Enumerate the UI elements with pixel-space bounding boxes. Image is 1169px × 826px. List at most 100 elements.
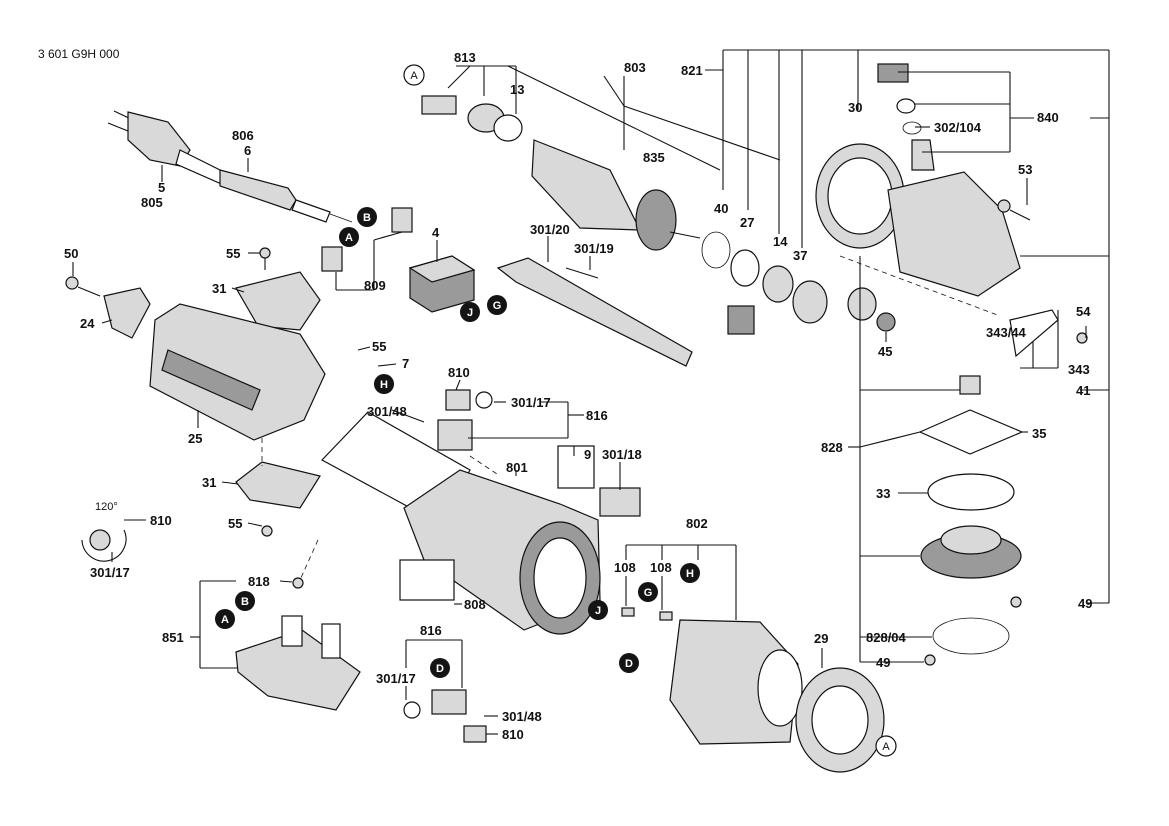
brush-holder-part [235, 577, 361, 711]
label-302-104: 302/104 [934, 120, 982, 135]
svg-text:B: B [363, 212, 371, 224]
label-301-48-lower: 301/48 [502, 709, 542, 724]
label-301-17-left: 301/17 [90, 565, 130, 580]
label-14: 14 [773, 234, 788, 249]
armature-part [421, 95, 701, 251]
label-828: 828 [821, 440, 843, 455]
marker-a: A [339, 227, 359, 247]
label-810-spring: 810 [150, 513, 172, 528]
label-343: 343 [1068, 362, 1090, 377]
label-40: 40 [714, 201, 728, 216]
label-31: 31 [212, 281, 226, 296]
marker-j: J [460, 302, 480, 322]
cover-part [235, 247, 321, 331]
label-25: 25 [188, 431, 202, 446]
label-343-44: 343/44 [986, 325, 1027, 340]
guard-part [815, 143, 905, 249]
svg-text:G: G [493, 300, 502, 312]
spindle-rings-part [701, 231, 828, 335]
label-851: 851 [162, 630, 184, 645]
label-13: 13 [510, 82, 524, 97]
label-31-lower: 31 [202, 475, 216, 490]
gear-small-part [847, 287, 1088, 358]
label-5: 5 [158, 180, 165, 195]
svg-text:G: G [644, 587, 653, 599]
label-49: 49 [1078, 596, 1092, 611]
gear-housing-part [877, 63, 1031, 297]
label-806: 806 [232, 128, 254, 143]
spring-part: 120° [81, 501, 127, 562]
label-808: 808 [464, 597, 486, 612]
motor-housing-part [321, 411, 641, 635]
flange-part [918, 375, 1024, 666]
label-301-17-middle: 301/17 [511, 395, 551, 410]
power-plug-part [107, 110, 233, 187]
label-835: 835 [643, 150, 665, 165]
label-802: 802 [686, 516, 708, 531]
marker-b: B [357, 207, 377, 227]
label-7: 7 [402, 356, 409, 371]
label-29: 29 [814, 631, 828, 646]
label-30: 30 [848, 100, 862, 115]
cable-clamp-part [103, 287, 151, 339]
label-6: 6 [244, 143, 251, 158]
angle-note: 120° [95, 501, 118, 513]
svg-text:A: A [345, 232, 353, 244]
label-54: 54 [1076, 304, 1091, 319]
cover-part [235, 461, 321, 537]
marker-d: D [430, 658, 450, 678]
label-4: 4 [432, 225, 440, 240]
label-828-04: 828/04 [866, 630, 907, 645]
label-37: 37 [793, 248, 807, 263]
label-53: 53 [1018, 162, 1032, 177]
terminal-part [321, 207, 413, 272]
cable-sleeve-part [219, 169, 353, 223]
label-45: 45 [878, 344, 892, 359]
label-108-a: 108 [614, 560, 636, 575]
label-24: 24 [80, 316, 95, 331]
marker-h: H [374, 374, 394, 394]
screw-part [65, 276, 101, 297]
marker-a-open: A [403, 64, 425, 86]
label-803: 803 [624, 60, 646, 75]
leader-lines [72, 49, 1110, 735]
svg-text:A: A [221, 614, 229, 626]
marker-b: B [235, 591, 255, 611]
brush-part [403, 389, 493, 743]
field-coil-part [621, 607, 803, 745]
svg-text:D: D [436, 663, 444, 675]
label-50: 50 [64, 246, 78, 261]
svg-text:A: A [410, 70, 418, 82]
marker-d: D [619, 653, 639, 673]
label-801: 801 [506, 460, 528, 475]
switch-part [408, 255, 476, 313]
svg-text:J: J [595, 605, 601, 617]
svg-text:H: H [380, 379, 388, 391]
label-810-lower: 810 [502, 727, 524, 742]
svg-text:J: J [467, 307, 473, 319]
housing-part [149, 303, 326, 441]
svg-text:H: H [686, 568, 694, 580]
part-labels: 813 803 821 840 13 806 6 5 805 835 30 30… [64, 50, 1092, 742]
marker-g: G [638, 582, 658, 602]
label-108-b: 108 [650, 560, 672, 575]
svg-text:A: A [882, 741, 890, 753]
label-816: 816 [586, 408, 608, 423]
label-301-20: 301/20 [530, 222, 570, 237]
nameplate-part [399, 559, 455, 601]
label-9: 9 [584, 447, 591, 462]
marker-a: A [215, 609, 235, 629]
label-818: 818 [248, 574, 270, 589]
label-813: 813 [454, 50, 476, 65]
label-301-18: 301/18 [602, 447, 642, 462]
label-810-middle: 810 [448, 365, 470, 380]
svg-text:B: B [241, 596, 249, 608]
label-809: 809 [364, 278, 386, 293]
label-301-48: 301/48 [367, 404, 407, 419]
label-816-lower: 816 [420, 623, 442, 638]
label-55: 55 [226, 246, 240, 261]
marker-g: G [487, 295, 507, 315]
label-41: 41 [1076, 383, 1090, 398]
marker-a-open: A [875, 735, 897, 757]
